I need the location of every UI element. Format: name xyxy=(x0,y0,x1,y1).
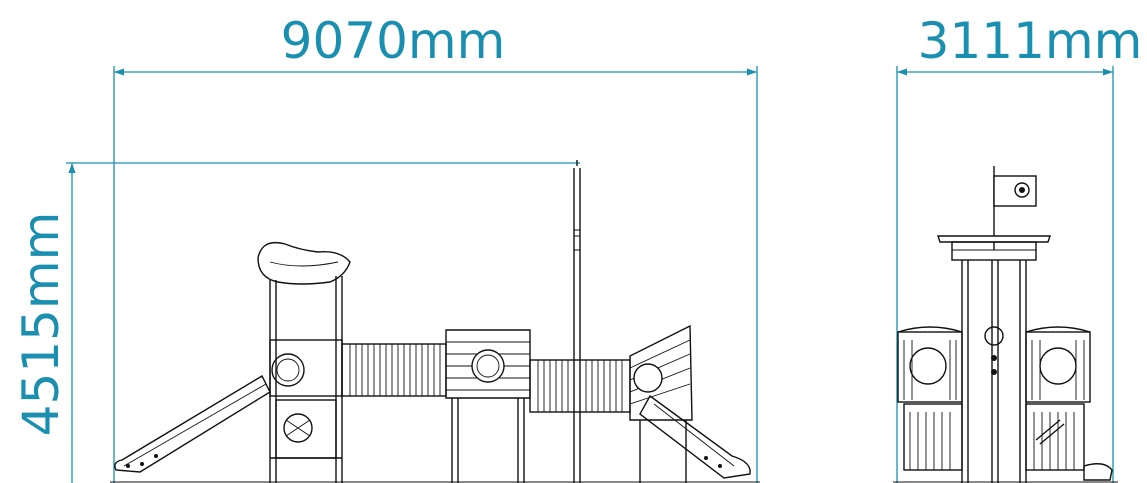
side-width-arrow-left xyxy=(114,68,124,76)
end-elevation xyxy=(893,166,1118,483)
right-slide xyxy=(639,394,751,479)
side-width-dimension: 9070mm xyxy=(113,12,758,483)
right-tunnel-bridge xyxy=(529,359,631,413)
end-width-arrow-left xyxy=(897,68,907,76)
end-width-arrow-right xyxy=(1103,68,1113,76)
end-width-dimension: 3111mm xyxy=(896,12,1143,483)
side-elevation xyxy=(110,160,760,483)
left-tower xyxy=(257,241,351,483)
end-emblem xyxy=(984,326,1004,375)
left-tunnel-bridge xyxy=(341,343,447,397)
left-slide xyxy=(114,375,271,473)
height-label: 4515mm xyxy=(12,212,70,437)
center-hull xyxy=(445,329,531,483)
end-side-panels xyxy=(897,326,1091,403)
end-width-label: 3111mm xyxy=(918,12,1143,70)
height-dimension: 4515mm xyxy=(12,162,580,483)
end-lower-structure xyxy=(903,403,1113,481)
side-width-label: 9070mm xyxy=(281,12,506,70)
mast xyxy=(573,160,581,483)
bow-structure xyxy=(629,324,693,483)
side-width-arrow-right xyxy=(747,68,757,76)
flag xyxy=(993,166,1037,250)
height-arrow-top xyxy=(68,163,76,173)
left-tower-roof xyxy=(257,241,351,285)
